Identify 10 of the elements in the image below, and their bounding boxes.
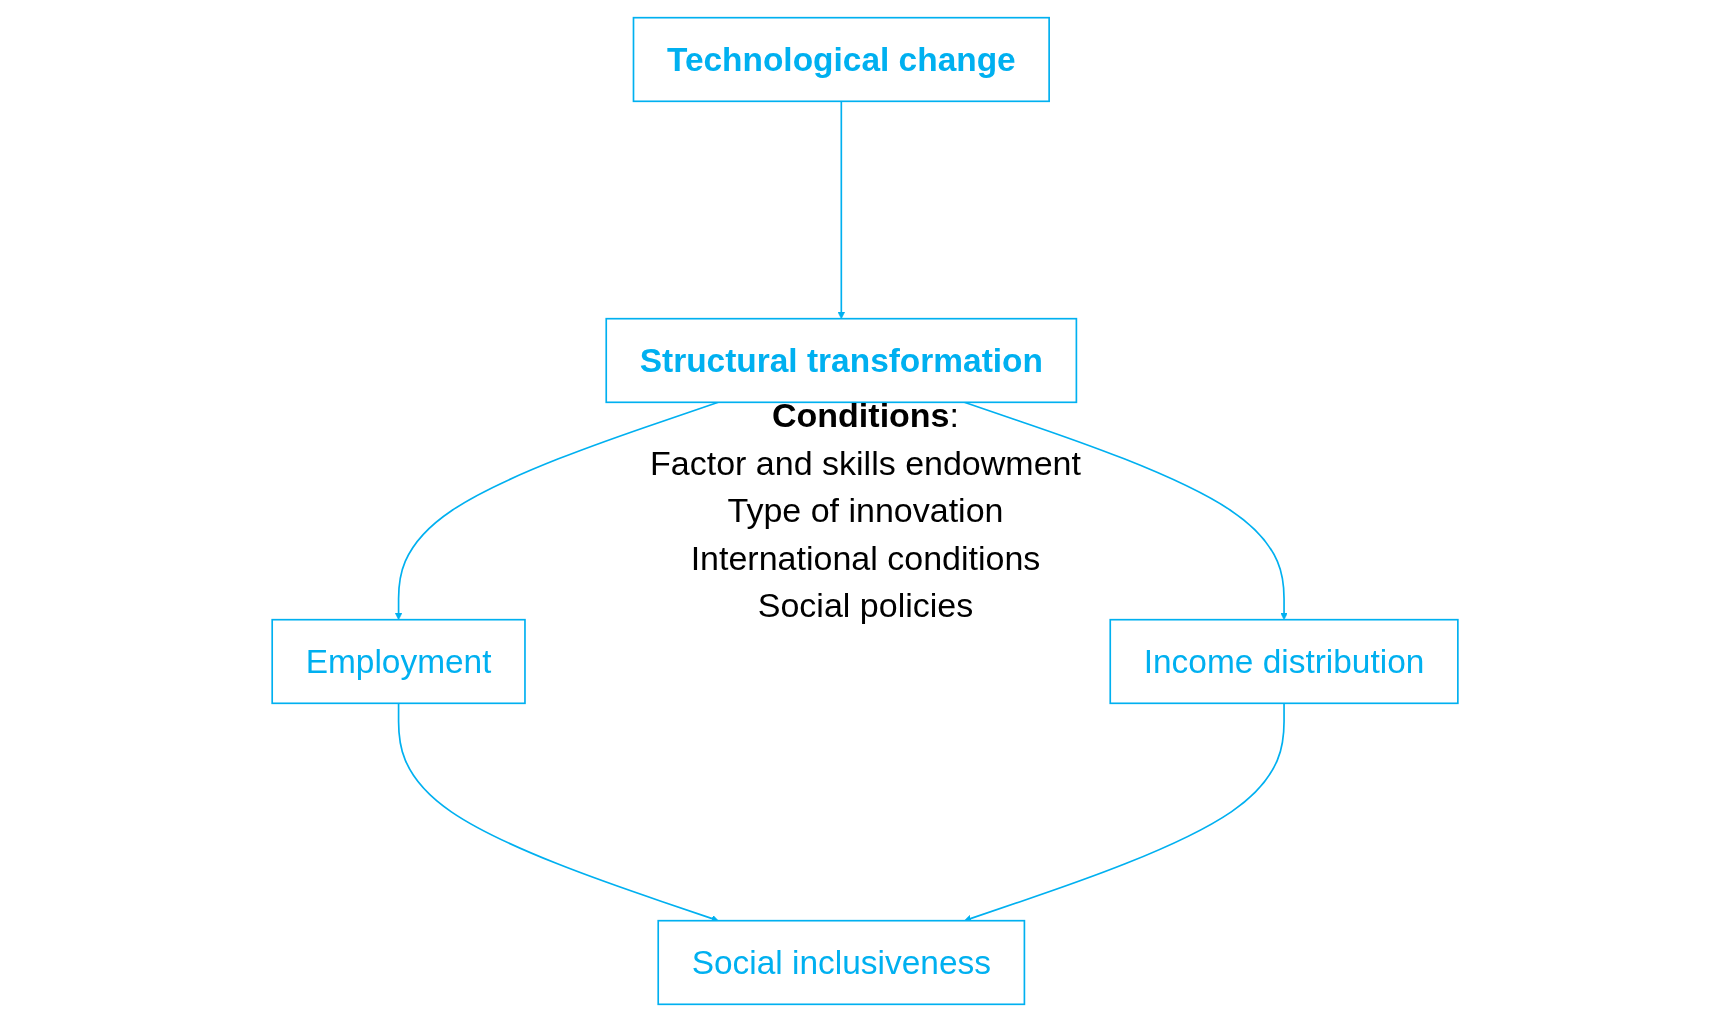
condition-text: International conditions	[689, 537, 1042, 579]
condition-text: Social policies	[756, 585, 975, 627]
node-box: Structural transformation	[605, 317, 1078, 404]
node-box: Employment	[271, 618, 527, 705]
node-box: Technological change	[633, 16, 1051, 103]
condition-text: Type of innovation	[726, 490, 1005, 532]
arrow	[838, 100, 846, 320]
condition-text: Factor and skills endowment	[650, 442, 1081, 484]
node-box: Income distribution	[1109, 618, 1460, 705]
node-box: Social inclusiveness	[657, 919, 1026, 1006]
